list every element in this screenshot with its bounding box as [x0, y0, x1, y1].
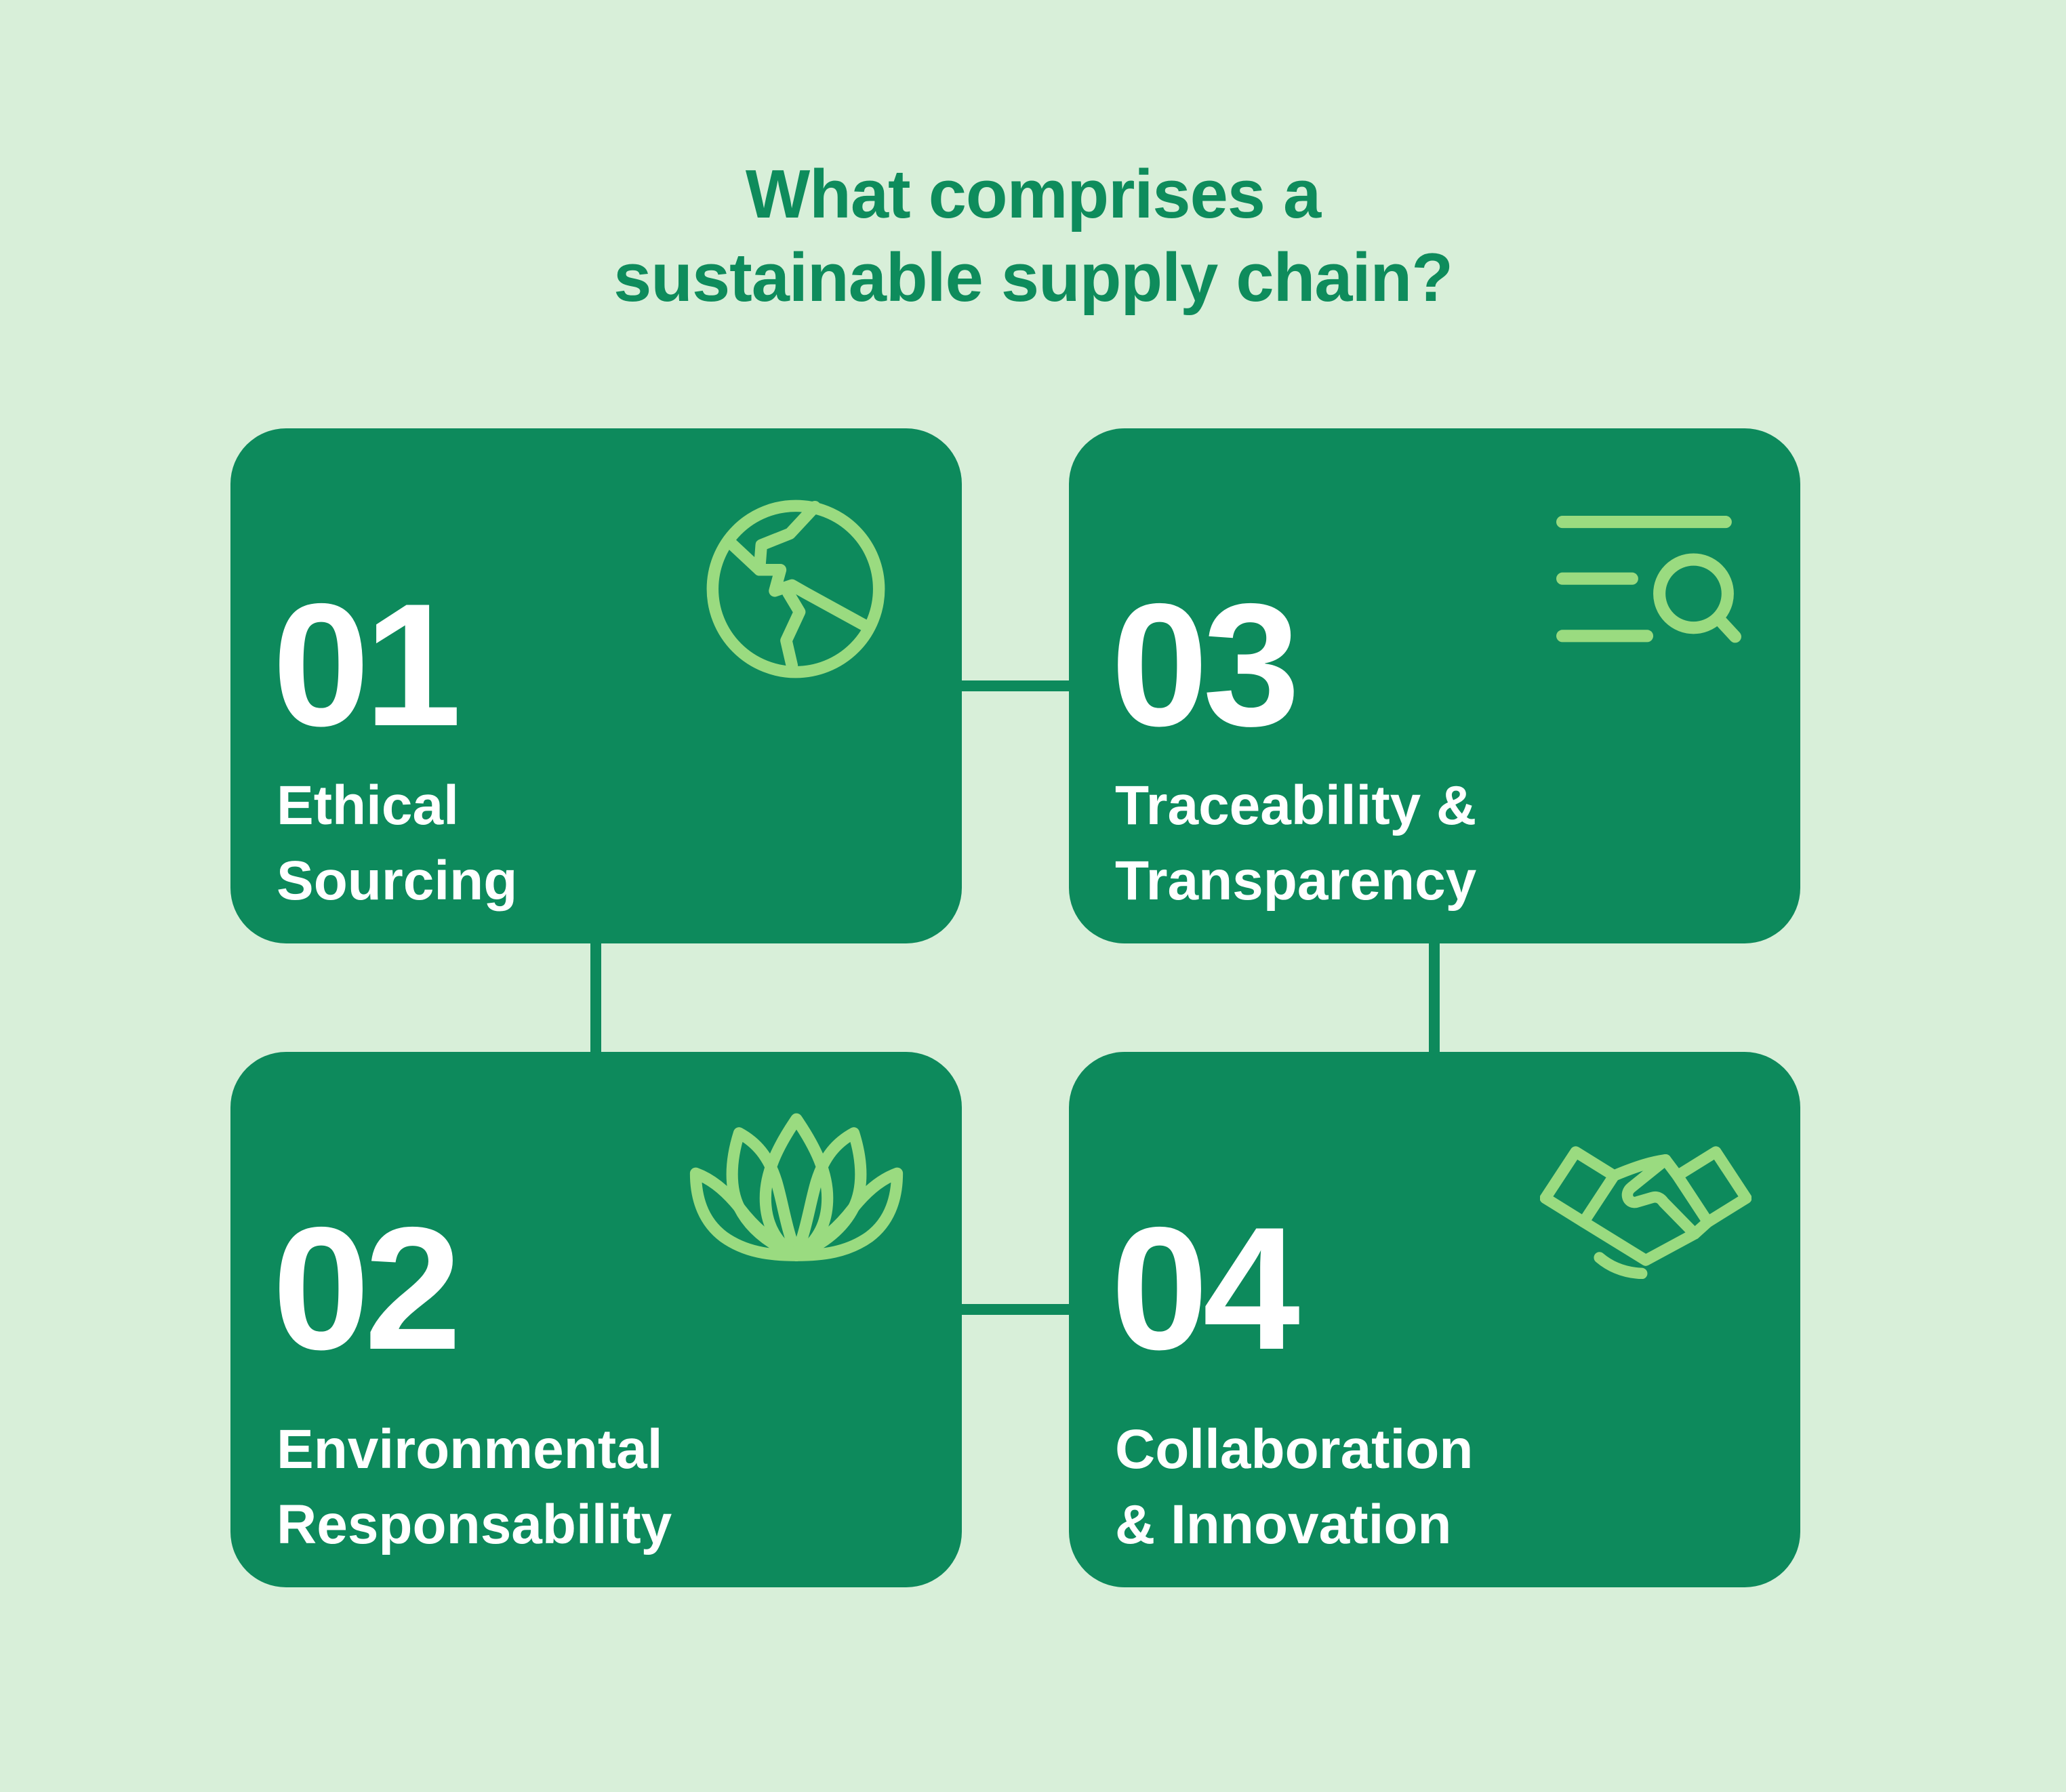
card-number: 04 — [1111, 1190, 1300, 1386]
card-label-line2: Sourcing — [277, 850, 518, 912]
card-ethical-sourcing: 01 Ethical Sourcing — [230, 428, 962, 943]
card-label-line1: Ethical — [277, 774, 459, 836]
connector-card2-card4 — [962, 1304, 1069, 1315]
card-traceability-transparency: 03 Traceability & Transparency — [1069, 428, 1800, 943]
connector-card1-card3 — [962, 680, 1069, 691]
card-number: 01 — [272, 567, 462, 762]
lotus-icon — [688, 1113, 905, 1268]
globe-icon — [700, 493, 891, 685]
card-label: Traceability & Transparency — [1115, 768, 1476, 919]
page-title-line2: sustainable supply chain? — [613, 239, 1453, 316]
page-title: What comprises a sustainable supply chai… — [0, 153, 2066, 320]
card-label-line1: Traceability & — [1115, 774, 1477, 836]
card-label: Ethical Sourcing — [277, 768, 517, 919]
handshake-icon — [1540, 1140, 1751, 1279]
card-environmental-responsability: 02 Environmental Responsability — [230, 1052, 962, 1587]
card-number: 02 — [272, 1190, 462, 1386]
page-title-line1: What comprises a — [745, 156, 1321, 232]
card-label: Collaboration & Innovation — [1115, 1412, 1473, 1563]
card-collaboration-innovation: 04 Collaboration & Innovation — [1069, 1052, 1800, 1587]
card-label: Environmental Responsability — [277, 1412, 672, 1563]
connector-card3-card4 — [1429, 943, 1440, 1052]
card-label-line1: Collaboration — [1115, 1418, 1474, 1480]
card-number: 03 — [1111, 567, 1300, 762]
connector-card1-card2 — [590, 943, 601, 1052]
search-list-icon — [1556, 511, 1742, 643]
card-label-line2: & Innovation — [1115, 1494, 1452, 1556]
card-label-line2: Responsability — [277, 1494, 672, 1556]
card-label-line2: Transparency — [1115, 850, 1477, 912]
card-label-line1: Environmental — [277, 1418, 663, 1480]
